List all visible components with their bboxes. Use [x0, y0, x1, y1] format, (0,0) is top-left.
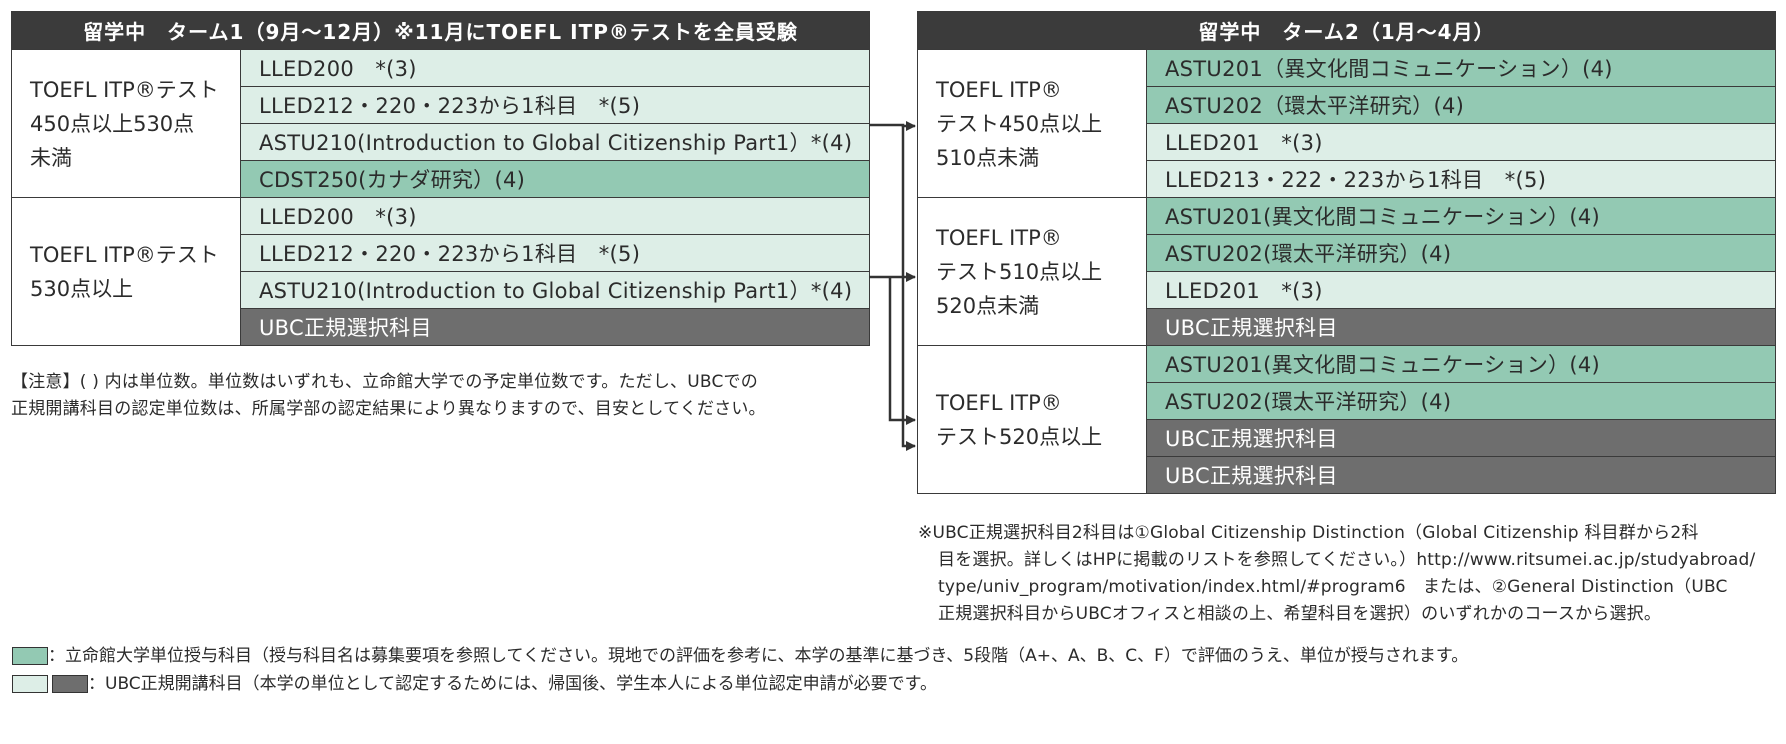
legend-ubc-course: ：UBC正規開講科目（本学の単位として認定するためには、帰国後、学生本人による単… [12, 673, 937, 695]
arrow-g2-to-t2g3 [888, 277, 916, 425]
term2-g1-course: LLED201 *(3) [1146, 123, 1776, 161]
term1-group2-label: TOEFL ITP®テスト 530点以上 [11, 197, 241, 346]
term1-g2-course: LLED200 *(3) [239, 197, 871, 235]
term1-table: 留学中 ターム1（9月～12月）※11月にTOEFL ITP®テストを全員受験 … [10, 11, 871, 346]
term2-group1-label: TOEFL ITP® テスト450点以上 510点未満 [917, 49, 1147, 198]
term1-g1-course: ASTU210(Introduction to Global Citizensh… [239, 123, 871, 161]
legend-swatch-green [12, 647, 48, 665]
term1-group1-label: TOEFL ITP®テスト 450点以上530点 未満 [11, 49, 241, 198]
term2-table: 留学中 ターム2（1月～4月） TOEFL ITP® テスト450点以上 510… [917, 11, 1776, 494]
term2-g2-course: UBC正規選択科目 [1146, 308, 1776, 346]
term1-header: 留学中 ターム1（9月～12月）※11月にTOEFL ITP®テストを全員受験 [10, 11, 871, 50]
term2-g3-course: ASTU201(異文化間コミュニケーション）(4) [1146, 345, 1776, 383]
ubc-elective-note: ※UBC正規選択科目2科目は①Global Citizenship Distin… [918, 523, 1756, 624]
legend-swatch-light [12, 675, 48, 693]
term2-g3-course: ASTU202(環太平洋研究）(4) [1146, 382, 1776, 420]
term2-g1-course: ASTU202（環太平洋研究）(4) [1146, 86, 1776, 124]
legend-swatch-gray [52, 675, 88, 693]
term2-g2-course: LLED201 *(3) [1146, 271, 1776, 309]
term2-header: 留学中 ターム2（1月～4月） [917, 11, 1776, 50]
arrow-g1-to-t2g3 [901, 125, 916, 451]
legend-ritsumei-credit: ：立命館大学単位授与科目（授与科目名は募集要項を参照してください。現地での評価を… [12, 645, 1468, 667]
term2-group2-label: TOEFL ITP® テスト510点以上 520点未満 [917, 197, 1147, 346]
caution-note: 【注意】( ) 内は単位数。単位数はいずれも、立命館大学での予定単位数です。ただ… [11, 372, 766, 419]
term1-g2-course: UBC正規選択科目 [239, 308, 871, 346]
term1-g1-course: CDST250(カナダ研究）(4) [239, 160, 871, 198]
term2-g1-course: LLED213・222・223から1科目 *(5) [1146, 160, 1776, 198]
term1-g2-course: ASTU210(Introduction to Global Citizensh… [239, 271, 871, 309]
term2-g2-course: ASTU202(環太平洋研究）(4) [1146, 234, 1776, 272]
term2-g3-course: UBC正規選択科目 [1146, 419, 1776, 457]
term2-group3-label: TOEFL ITP® テスト520点以上 [917, 345, 1147, 494]
term2-g2-course: ASTU201(異文化間コミュニケーション）(4) [1146, 197, 1776, 235]
term2-g3-course: UBC正規選択科目 [1146, 456, 1776, 494]
arrow-g1-to-t2g1 [869, 121, 916, 131]
term1-g2-course: LLED212・220・223から1科目 *(5) [239, 234, 871, 272]
term2-g1-course: ASTU201（異文化間コミュニケーション）(4) [1146, 49, 1776, 87]
